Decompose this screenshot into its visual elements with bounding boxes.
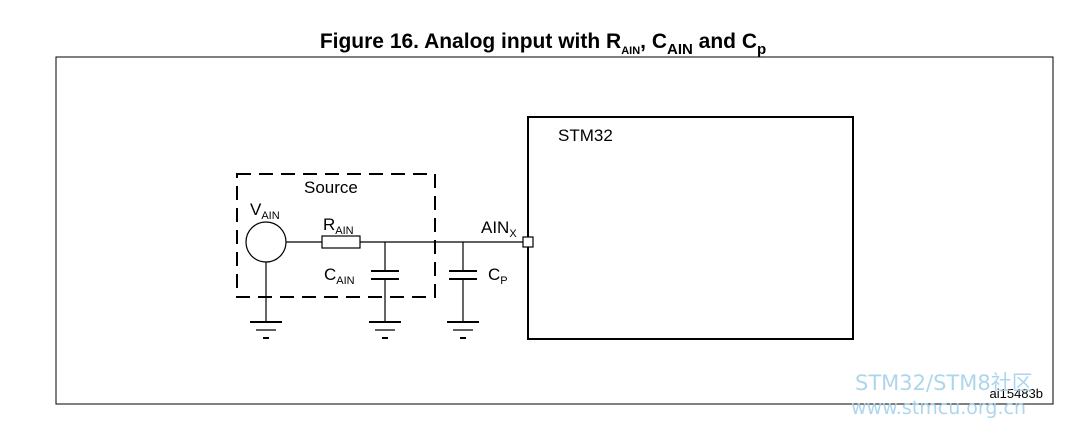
capacitor-icon-cain <box>371 242 399 322</box>
ground-icon-cp <box>447 321 479 339</box>
ainx-pin-icon <box>522 236 534 248</box>
source-box <box>236 173 436 298</box>
capacitor-icon-cp <box>449 242 477 322</box>
cp-label: CP <box>488 265 508 287</box>
ground-icon-vain <box>250 262 282 339</box>
stm32-block <box>527 116 854 340</box>
figure-frame <box>55 56 1054 405</box>
voltage-source-icon <box>245 221 287 263</box>
reference-code: ai15483b <box>990 386 1044 401</box>
watermark-line1: STM32/STM8社区 <box>855 371 1033 395</box>
vain-label: VAIN <box>250 200 280 222</box>
source-label: Source <box>304 178 358 197</box>
ainx-label: AINX <box>481 218 517 240</box>
resistor-icon <box>321 235 361 249</box>
rain-label: RAIN <box>323 215 354 237</box>
ground-icon-cain <box>369 321 401 339</box>
figure-title: Figure 16. Analog input with RAIN, CAIN … <box>320 30 766 58</box>
watermark-line2: www.stmcu.org.cn <box>851 397 1026 419</box>
cain-label: CAIN <box>324 265 355 287</box>
stm32-label: STM32 <box>558 126 613 145</box>
